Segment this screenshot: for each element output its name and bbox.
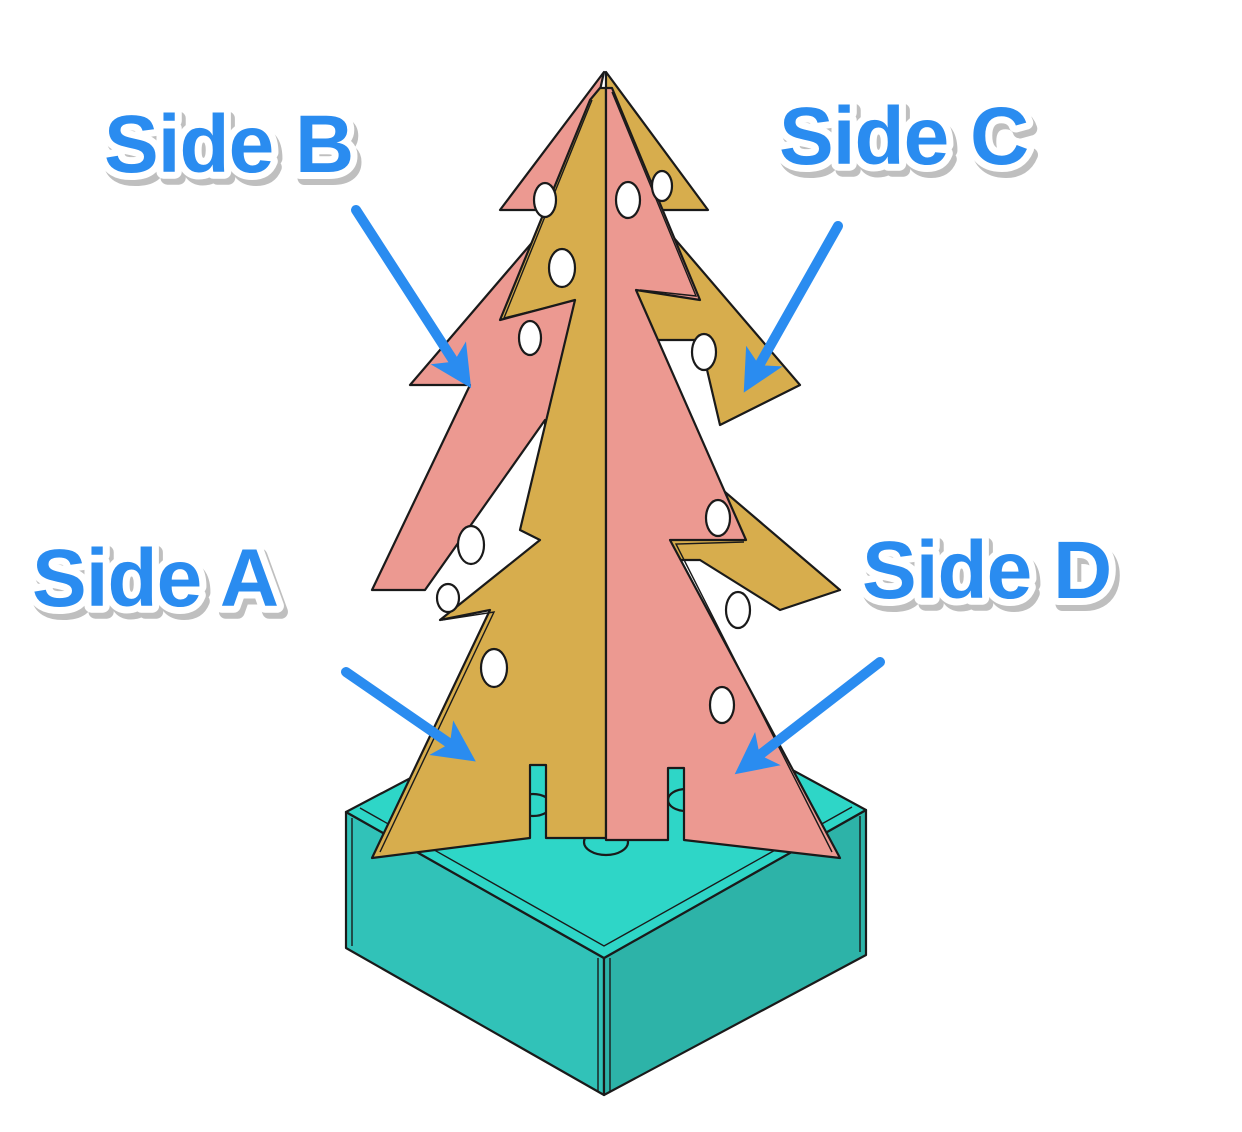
- side-b-hole: [517, 319, 543, 357]
- arrow-side-d: [734, 657, 885, 775]
- labels: Side B Side B Side B Side C Side C Side …: [25, 84, 1123, 637]
- tree: [370, 70, 842, 860]
- side-a-hole: [479, 647, 509, 689]
- label-side-b-shadow: Side B: [108, 105, 357, 196]
- label-side-a-shadow: Side A: [36, 539, 282, 630]
- label-side-d-halo: Side D: [862, 525, 1111, 616]
- side-c-hole: [650, 169, 674, 203]
- label-side-c: Side C: [779, 91, 1028, 182]
- label-side-c-shadow: Side C: [783, 97, 1032, 188]
- arrow-side-c: [743, 221, 843, 393]
- label-side-d: Side D: [862, 525, 1111, 616]
- label-side-a-halo: Side A: [32, 533, 278, 624]
- arrow-side-a: [341, 667, 476, 762]
- label-side-b: Side B: [104, 99, 353, 190]
- side-a-hole: [547, 247, 577, 289]
- arrow-side-b: [351, 205, 472, 389]
- label-side-c-halo: Side C: [779, 91, 1028, 182]
- side-b-hole: [435, 582, 461, 614]
- side-d-hole: [724, 590, 752, 630]
- side-d-hole: [690, 332, 718, 372]
- label-side-b-halo: Side B: [104, 99, 353, 190]
- label-side-d-shadow: Side D: [866, 531, 1115, 622]
- side-d-hole: [708, 685, 736, 725]
- label-side-a: Side A: [32, 533, 278, 624]
- side-d-hole: [614, 180, 642, 220]
- arrows: [341, 205, 885, 775]
- side-b-hole: [532, 181, 558, 219]
- side-d-hole: [704, 498, 732, 538]
- side-a-hole: [456, 524, 486, 566]
- side-d-panel: [604, 86, 842, 860]
- tree-holes: [435, 169, 752, 725]
